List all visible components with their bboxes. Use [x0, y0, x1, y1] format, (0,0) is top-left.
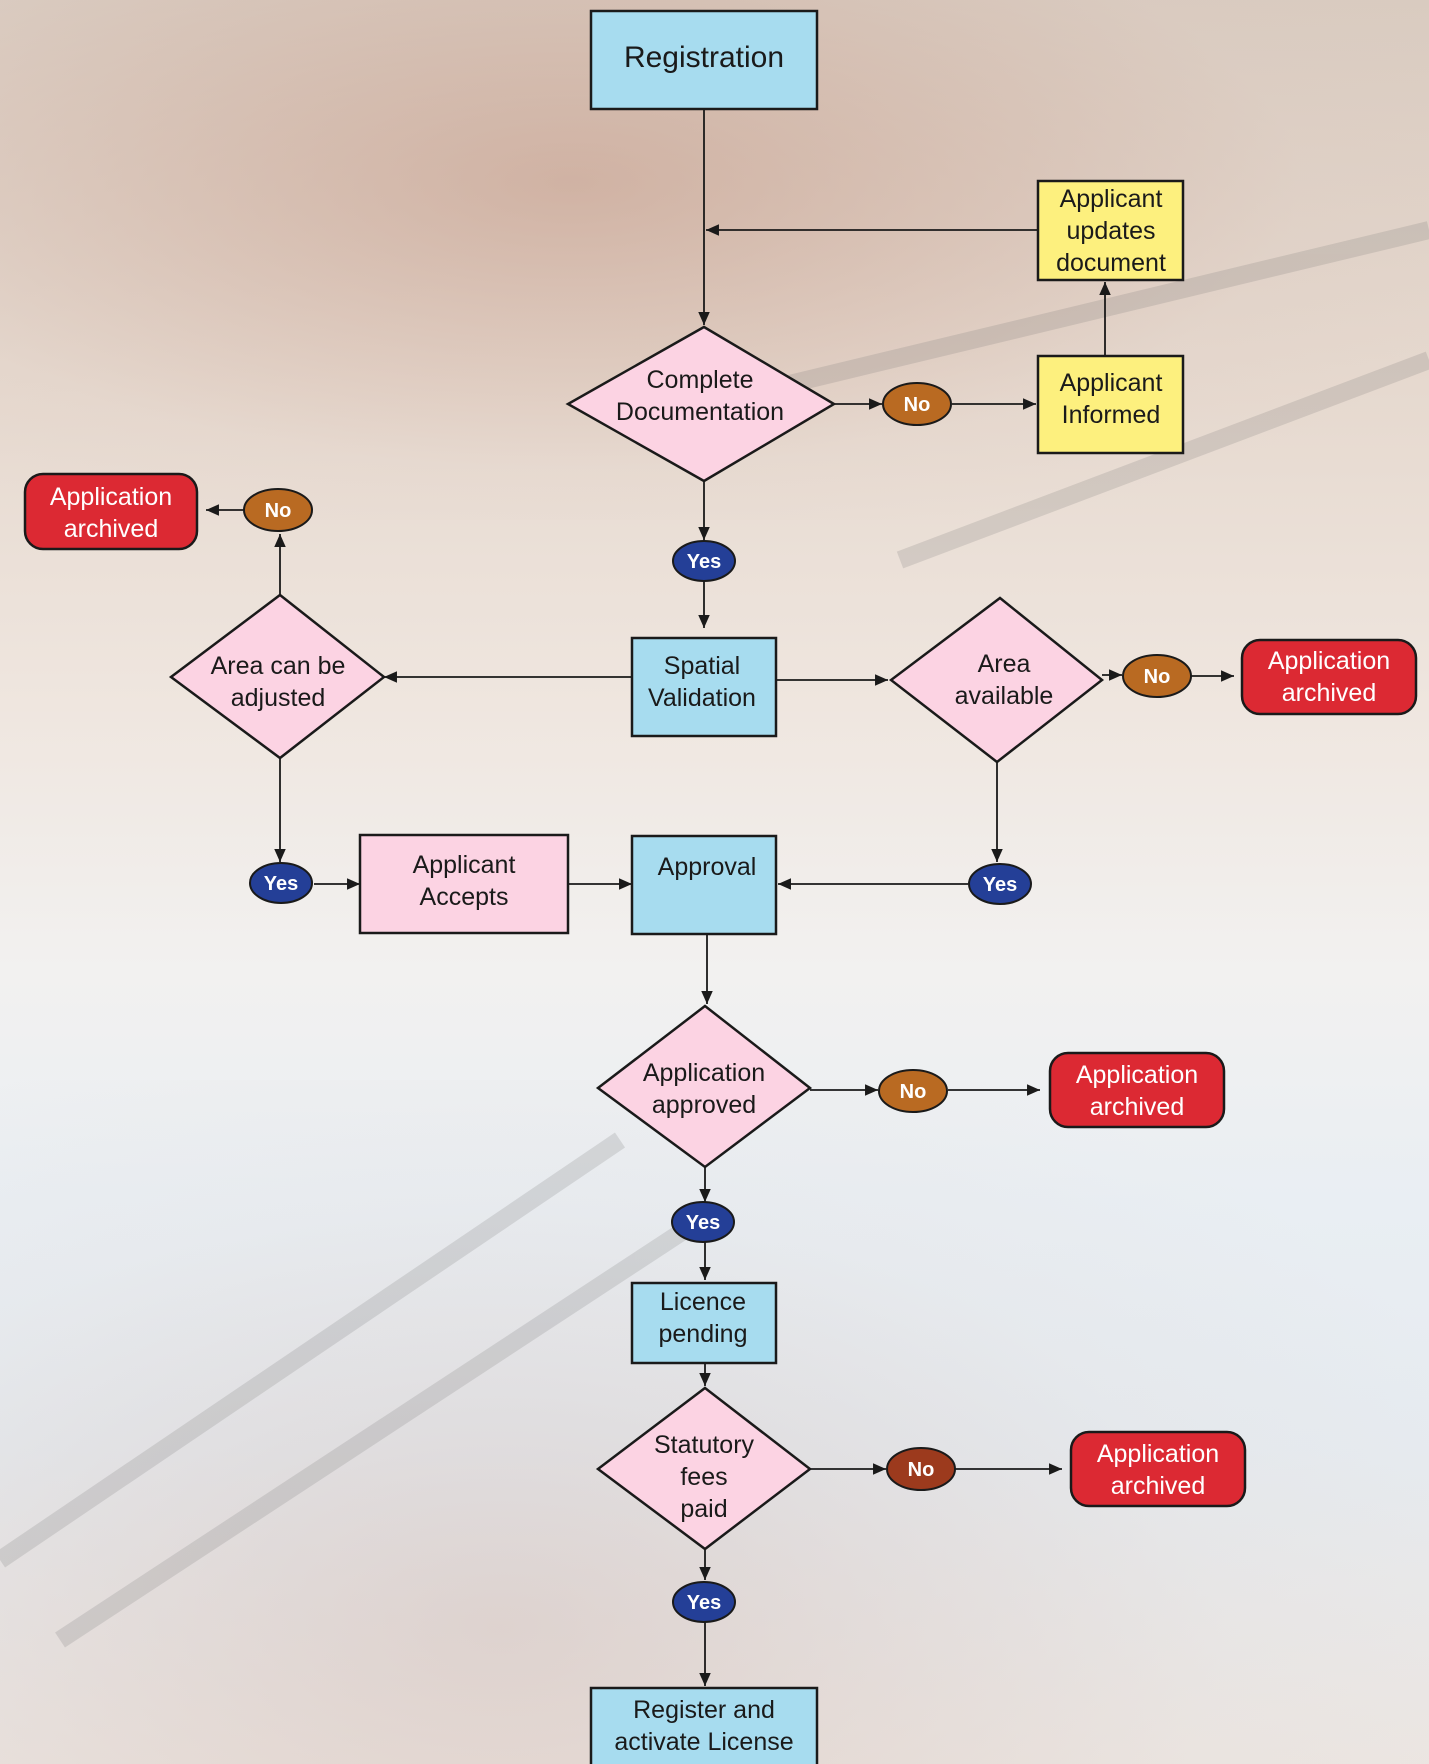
- node-licence-pending: Licence pending: [630, 1281, 778, 1365]
- badge-yes-available: Yes: [968, 863, 1032, 905]
- decision-complete-line-2: Documentation: [616, 398, 784, 426]
- decision-approved-line-1: Application: [643, 1059, 765, 1087]
- badge-yes-adjusted-label: Yes: [264, 873, 298, 895]
- decision-adjusted-line-2: adjusted: [231, 684, 326, 712]
- terminal-archived-approved: Application archived: [1048, 1051, 1226, 1129]
- connectors: [206, 110, 1234, 1686]
- badge-no-fees: No: [886, 1447, 956, 1491]
- node-register-line-2: activate License: [614, 1728, 793, 1756]
- node-applicant-informed: Applicant Informed: [1036, 354, 1185, 455]
- node-updates-line-2: updates: [1067, 217, 1156, 245]
- decision-area-can-be-adjusted: Area can be adjusted: [168, 593, 387, 760]
- decision-complete-line-1: Complete: [647, 366, 754, 394]
- badge-no-fees-label: No: [908, 1459, 935, 1481]
- node-approval: Approval: [630, 834, 778, 936]
- decision-complete-documentation: Complete Documentation: [565, 325, 837, 483]
- background-conveyors: [0, 221, 1429, 1648]
- badge-no-available-label: No: [1144, 666, 1171, 688]
- node-informed-line-2: Informed: [1062, 401, 1161, 429]
- badge-yes-complete: Yes: [672, 540, 736, 582]
- badge-no-approved: No: [878, 1069, 948, 1113]
- terminal-archived-right-line-1: Application: [1268, 647, 1390, 675]
- terminal-archived-right: Application archived: [1240, 638, 1418, 716]
- node-register-activate-license: Register and activate License: [589, 1686, 819, 1764]
- node-licence-line-2: pending: [659, 1320, 748, 1348]
- badge-yes-available-label: Yes: [983, 874, 1017, 896]
- node-register-line-1: Register and: [633, 1696, 775, 1724]
- node-updates-line-3: document: [1056, 249, 1166, 277]
- decision-fees-line-3: paid: [680, 1495, 727, 1523]
- node-approval-label: Approval: [658, 853, 757, 881]
- badge-no-adjusted: No: [243, 488, 313, 532]
- decision-application-approved: Application approved: [595, 1004, 813, 1169]
- node-registration-label: Registration: [624, 41, 784, 74]
- terminal-archived-right-line-2: archived: [1282, 679, 1377, 707]
- decision-available-line-1: Area: [978, 650, 1031, 678]
- node-applicant-accepts: Applicant Accepts: [358, 833, 570, 935]
- node-applicant-updates-document: Applicant updates document: [1036, 179, 1185, 282]
- terminal-archived-fees-line-2: archived: [1111, 1472, 1206, 1500]
- decision-statutory-fees-paid: Statutory fees paid: [595, 1386, 813, 1551]
- node-spatial-line-1: Spatial: [664, 652, 740, 680]
- badge-yes-fees-label: Yes: [687, 1592, 721, 1614]
- node-informed-line-1: Applicant: [1060, 369, 1163, 397]
- terminal-archived-approved-line-2: archived: [1090, 1093, 1185, 1121]
- decision-area-available: Area available: [888, 596, 1105, 764]
- node-spatial-validation: Spatial Validation: [630, 636, 778, 738]
- badge-yes-fees: Yes: [672, 1581, 736, 1623]
- terminal-archived-left: Application archived: [23, 472, 199, 551]
- node-licence-line-1: Licence: [660, 1288, 746, 1316]
- badge-yes-approved-label: Yes: [686, 1212, 720, 1234]
- terminal-archived-fees-line-1: Application: [1097, 1440, 1219, 1468]
- badge-yes-approved: Yes: [671, 1201, 735, 1243]
- node-updates-line-1: Applicant: [1060, 185, 1163, 213]
- badge-yes-complete-label: Yes: [687, 551, 721, 573]
- badge-no-adjusted-label: No: [265, 500, 292, 522]
- terminal-archived-approved-line-1: Application: [1076, 1061, 1198, 1089]
- decision-fees-line-1: Statutory: [654, 1431, 755, 1459]
- terminal-archived-fees: Application archived: [1069, 1430, 1247, 1508]
- decision-fees-line-2: fees: [680, 1463, 727, 1491]
- terminal-archived-left-line-1: Application: [50, 483, 172, 511]
- terminal-archived-left-line-2: archived: [64, 515, 159, 543]
- node-accepts-line-2: Accepts: [420, 883, 509, 911]
- decision-available-line-2: available: [955, 682, 1054, 710]
- badge-no-complete: No: [882, 382, 952, 426]
- decision-approved-line-2: approved: [652, 1091, 756, 1119]
- badge-no-available: No: [1122, 654, 1192, 698]
- badge-no-complete-label: No: [904, 394, 931, 416]
- decision-adjusted-line-1: Area can be: [211, 652, 346, 680]
- badge-yes-adjusted: Yes: [249, 862, 313, 904]
- node-spatial-line-2: Validation: [648, 684, 756, 712]
- badge-no-approved-label: No: [900, 1081, 927, 1103]
- node-accepts-line-1: Applicant: [413, 851, 516, 879]
- node-registration: Registration: [589, 9, 819, 111]
